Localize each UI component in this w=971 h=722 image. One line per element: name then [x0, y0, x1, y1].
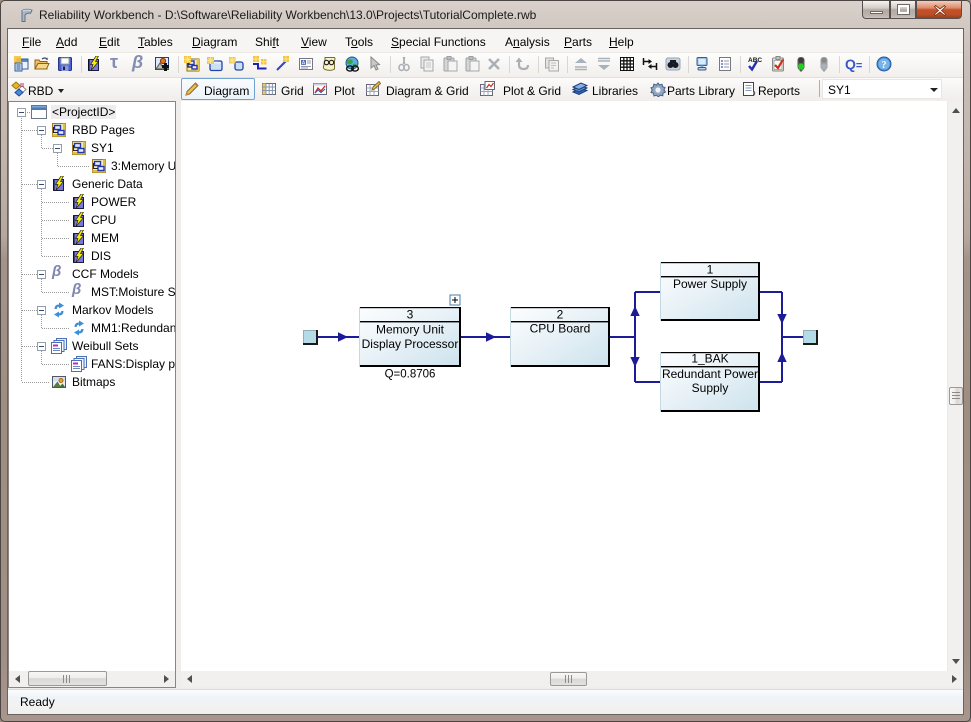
svg-text:A: A: [302, 60, 306, 66]
svg-text:Power Supply: Power Supply: [673, 277, 747, 291]
svg-text:CPU Board: CPU Board: [530, 322, 591, 336]
svg-text:?: ?: [882, 60, 887, 71]
svg-text:1: 1: [707, 263, 714, 277]
svg-text:2: 2: [557, 308, 564, 322]
svg-text:ABC: ABC: [748, 57, 762, 64]
svg-text:3: 3: [407, 308, 414, 322]
svg-text:Redundant Power: Redundant Power: [662, 367, 758, 381]
svg-text:Memory Unit: Memory Unit: [376, 323, 445, 337]
svg-text:Supply: Supply: [692, 381, 729, 395]
svg-text:1_BAK: 1_BAK: [691, 352, 728, 366]
svg-text:Display Processor: Display Processor: [362, 337, 459, 351]
svg-text:Q=0.8706: Q=0.8706: [385, 369, 436, 381]
